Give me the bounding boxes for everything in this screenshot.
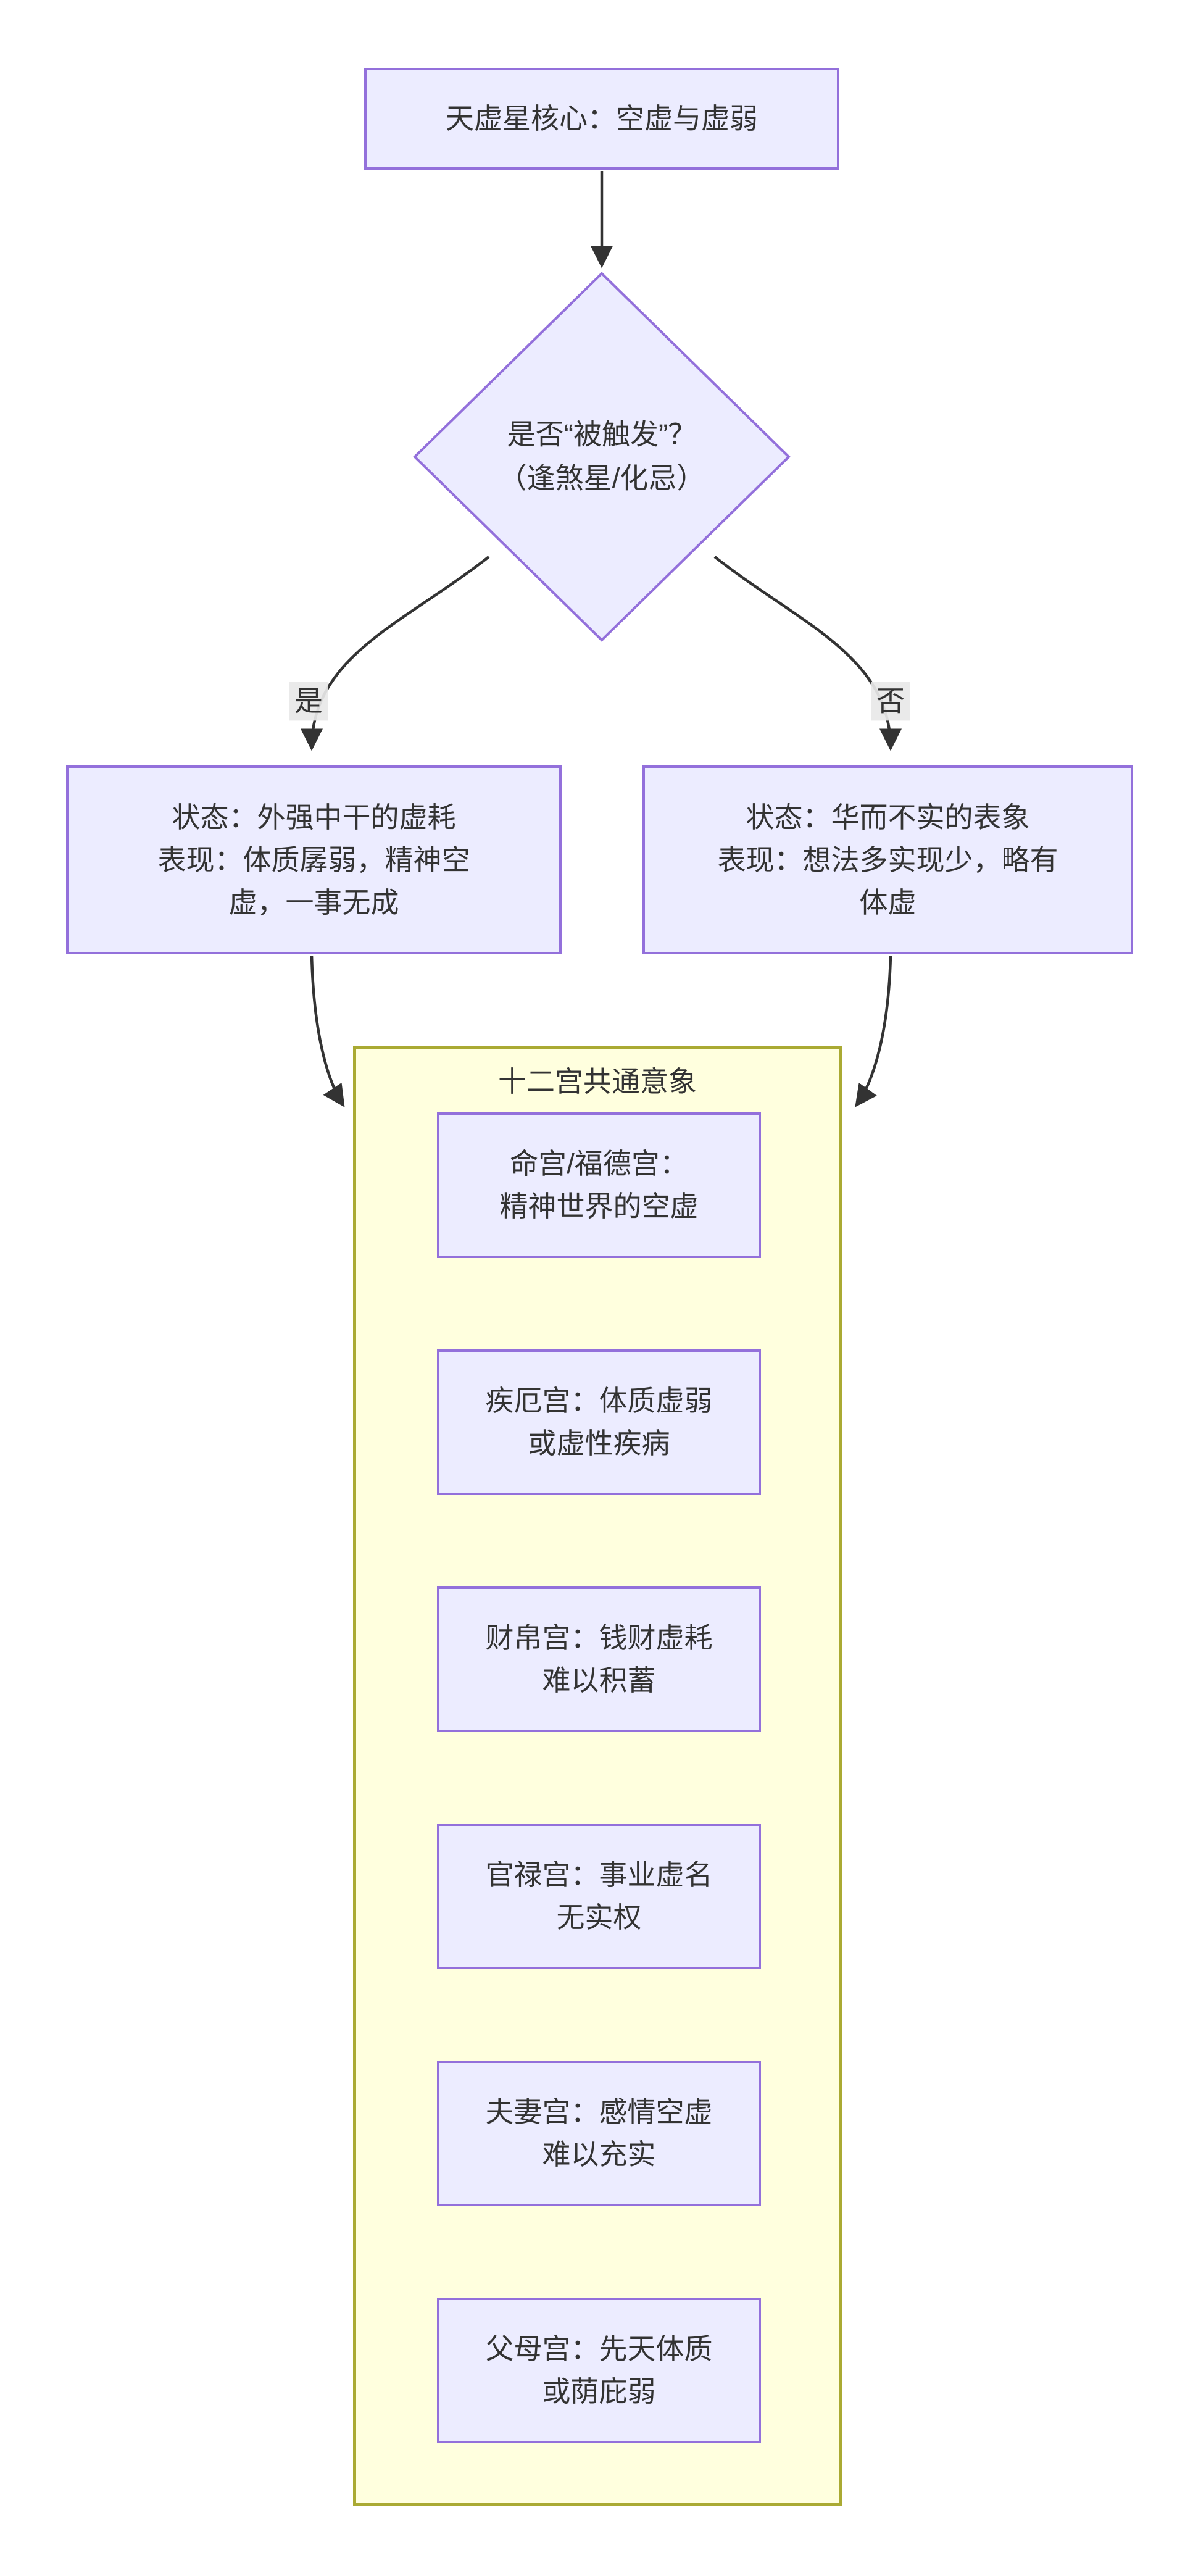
- edge-decision-to-yes-state: [301, 556, 490, 751]
- node-palace-health-label: 疾厄宫：体质虚弱 或虚性疾病: [485, 1385, 713, 1459]
- node-palace-life-fortune: 命宫/福德宫： 精神世界的空虚: [437, 1112, 761, 1258]
- node-palace-marriage-label: 夫妻宫：感情空虚 难以充实: [485, 2096, 713, 2170]
- node-yes-state-label: 状态：外强中干的虚耗 表现：体质孱弱，精神空 虚，一事无成: [157, 801, 470, 919]
- edge-no-state-to-cluster: [855, 955, 892, 1107]
- cluster-twelve-palaces: 十二宫共通意象: [353, 1046, 842, 2506]
- node-palace-parents: 父母宫：先天体质 或荫庇弱: [437, 2298, 761, 2443]
- node-palace-marriage: 夫妻宫：感情空虚 难以充实: [437, 2061, 761, 2206]
- edge-label-no: 否: [871, 682, 910, 721]
- node-no-state: 状态：华而不实的表象 表现：想法多实现少，略有 体虚: [642, 765, 1133, 954]
- node-palace-health: 疾厄宫：体质虚弱 或虚性疾病: [437, 1349, 761, 1495]
- node-decision-label: 是否“被触发”？ （逢煞星/化忌）: [498, 418, 705, 494]
- node-yes-state: 状态：外强中干的虚耗 表现：体质孱弱，精神空 虚，一事无成: [66, 765, 562, 954]
- node-palace-parents-label: 父母宫：先天体质 或荫庇弱: [485, 2333, 713, 2407]
- node-palace-wealth-label: 财帛宫：钱财虚耗 难以积蓄: [485, 1622, 713, 1696]
- cluster-title: 十二宫共通意象: [498, 1065, 697, 1098]
- edge-yes-state-to-cluster: [310, 955, 345, 1107]
- node-palace-wealth: 财帛宫：钱财虚耗 难以积蓄: [437, 1586, 761, 1732]
- node-palace-career: 官禄宫：事业虚名 无实权: [437, 1824, 761, 1969]
- node-no-state-label: 状态：华而不实的表象 表现：想法多实现少，略有 体虚: [717, 801, 1058, 919]
- node-palace-life-fortune-label: 命宫/福德宫： 精神世界的空虚: [499, 1148, 699, 1222]
- edge-decision-to-no-state: [713, 556, 902, 751]
- node-palace-career-label: 官禄宫：事业虚名 无实权: [485, 1859, 713, 1933]
- decision-diamond-shape: [413, 272, 791, 642]
- node-root: 天虚星核心：空虚与虚弱: [364, 68, 839, 170]
- edge-label-yes: 是: [289, 682, 328, 721]
- node-root-label: 天虚星核心：空虚与虚弱: [446, 102, 758, 135]
